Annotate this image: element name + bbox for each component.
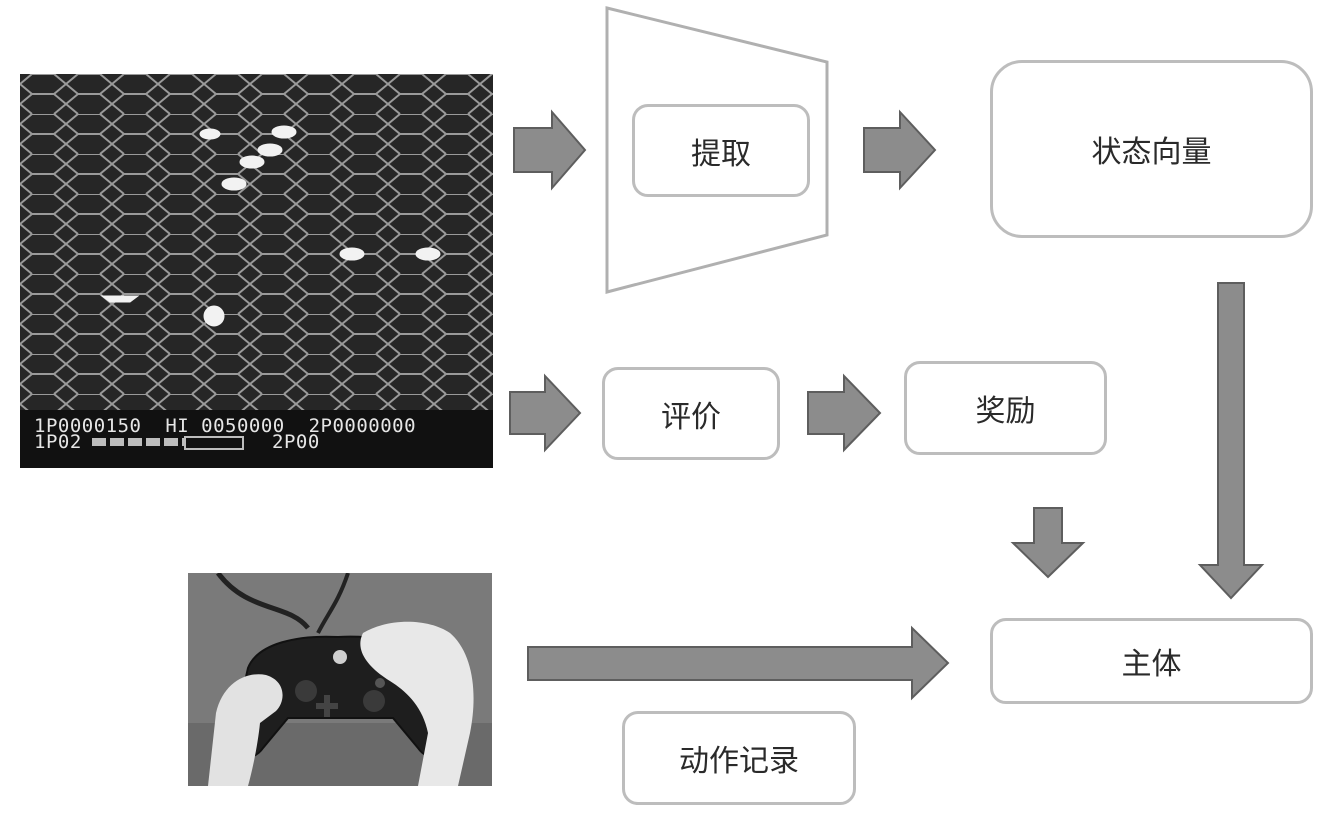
arrow-extract-to-state (863, 109, 937, 191)
hex-pattern (20, 74, 493, 410)
enemy-sprite (239, 155, 265, 169)
enemy-sprite (339, 247, 365, 261)
state-vector-box: 状态向量 (990, 60, 1313, 238)
player-ship (100, 295, 140, 303)
arrow-reward-to-agent (1010, 507, 1086, 579)
arrow-game-to-extract (513, 109, 587, 191)
arrow-game-to-evaluate (509, 373, 582, 453)
controller-photo (188, 573, 492, 786)
game-hud: 1P0000150 HI 0050000 2P0000000 1P02 2P00 (20, 410, 493, 468)
game-screen: 1P0000150 HI 0050000 2P0000000 1P02 2P00 (20, 74, 493, 468)
enemy-sprite (415, 247, 441, 261)
action-record-label: 动作记录 (679, 744, 799, 779)
enemy-sprite (257, 143, 283, 157)
left-hand (208, 674, 283, 786)
hud-lives-left: 1P02 (34, 431, 82, 453)
hud-power-slot (184, 436, 244, 450)
enemy-sprite (199, 128, 221, 140)
hud-lives-right: 2P00 (272, 431, 320, 453)
extract-label: 提取 (691, 136, 751, 172)
enemy-sprite (271, 125, 297, 139)
agent-box: 主体 (990, 618, 1313, 704)
arrow-state-to-agent (1197, 282, 1265, 600)
agent-label: 主体 (1121, 647, 1182, 682)
hud-score-line: 1P0000150 HI 0050000 2P0000000 (34, 415, 417, 437)
arrow-action-to-agent (527, 625, 950, 701)
enemy-sprite (221, 177, 247, 191)
state-vector-label: 状态向量 (1091, 135, 1212, 170)
hud-power-bar (92, 438, 184, 446)
extract-box: 提取 (632, 104, 810, 197)
powerup-sprite (203, 305, 225, 327)
reward-box: 奖励 (904, 361, 1107, 455)
evaluate-box: 评价 (602, 367, 780, 460)
evaluate-label: 评价 (661, 399, 721, 435)
right-hand (360, 621, 474, 786)
arrow-evaluate-to-reward (807, 373, 882, 453)
action-record-box: 动作记录 (622, 711, 856, 805)
reward-label: 奖励 (975, 394, 1036, 429)
